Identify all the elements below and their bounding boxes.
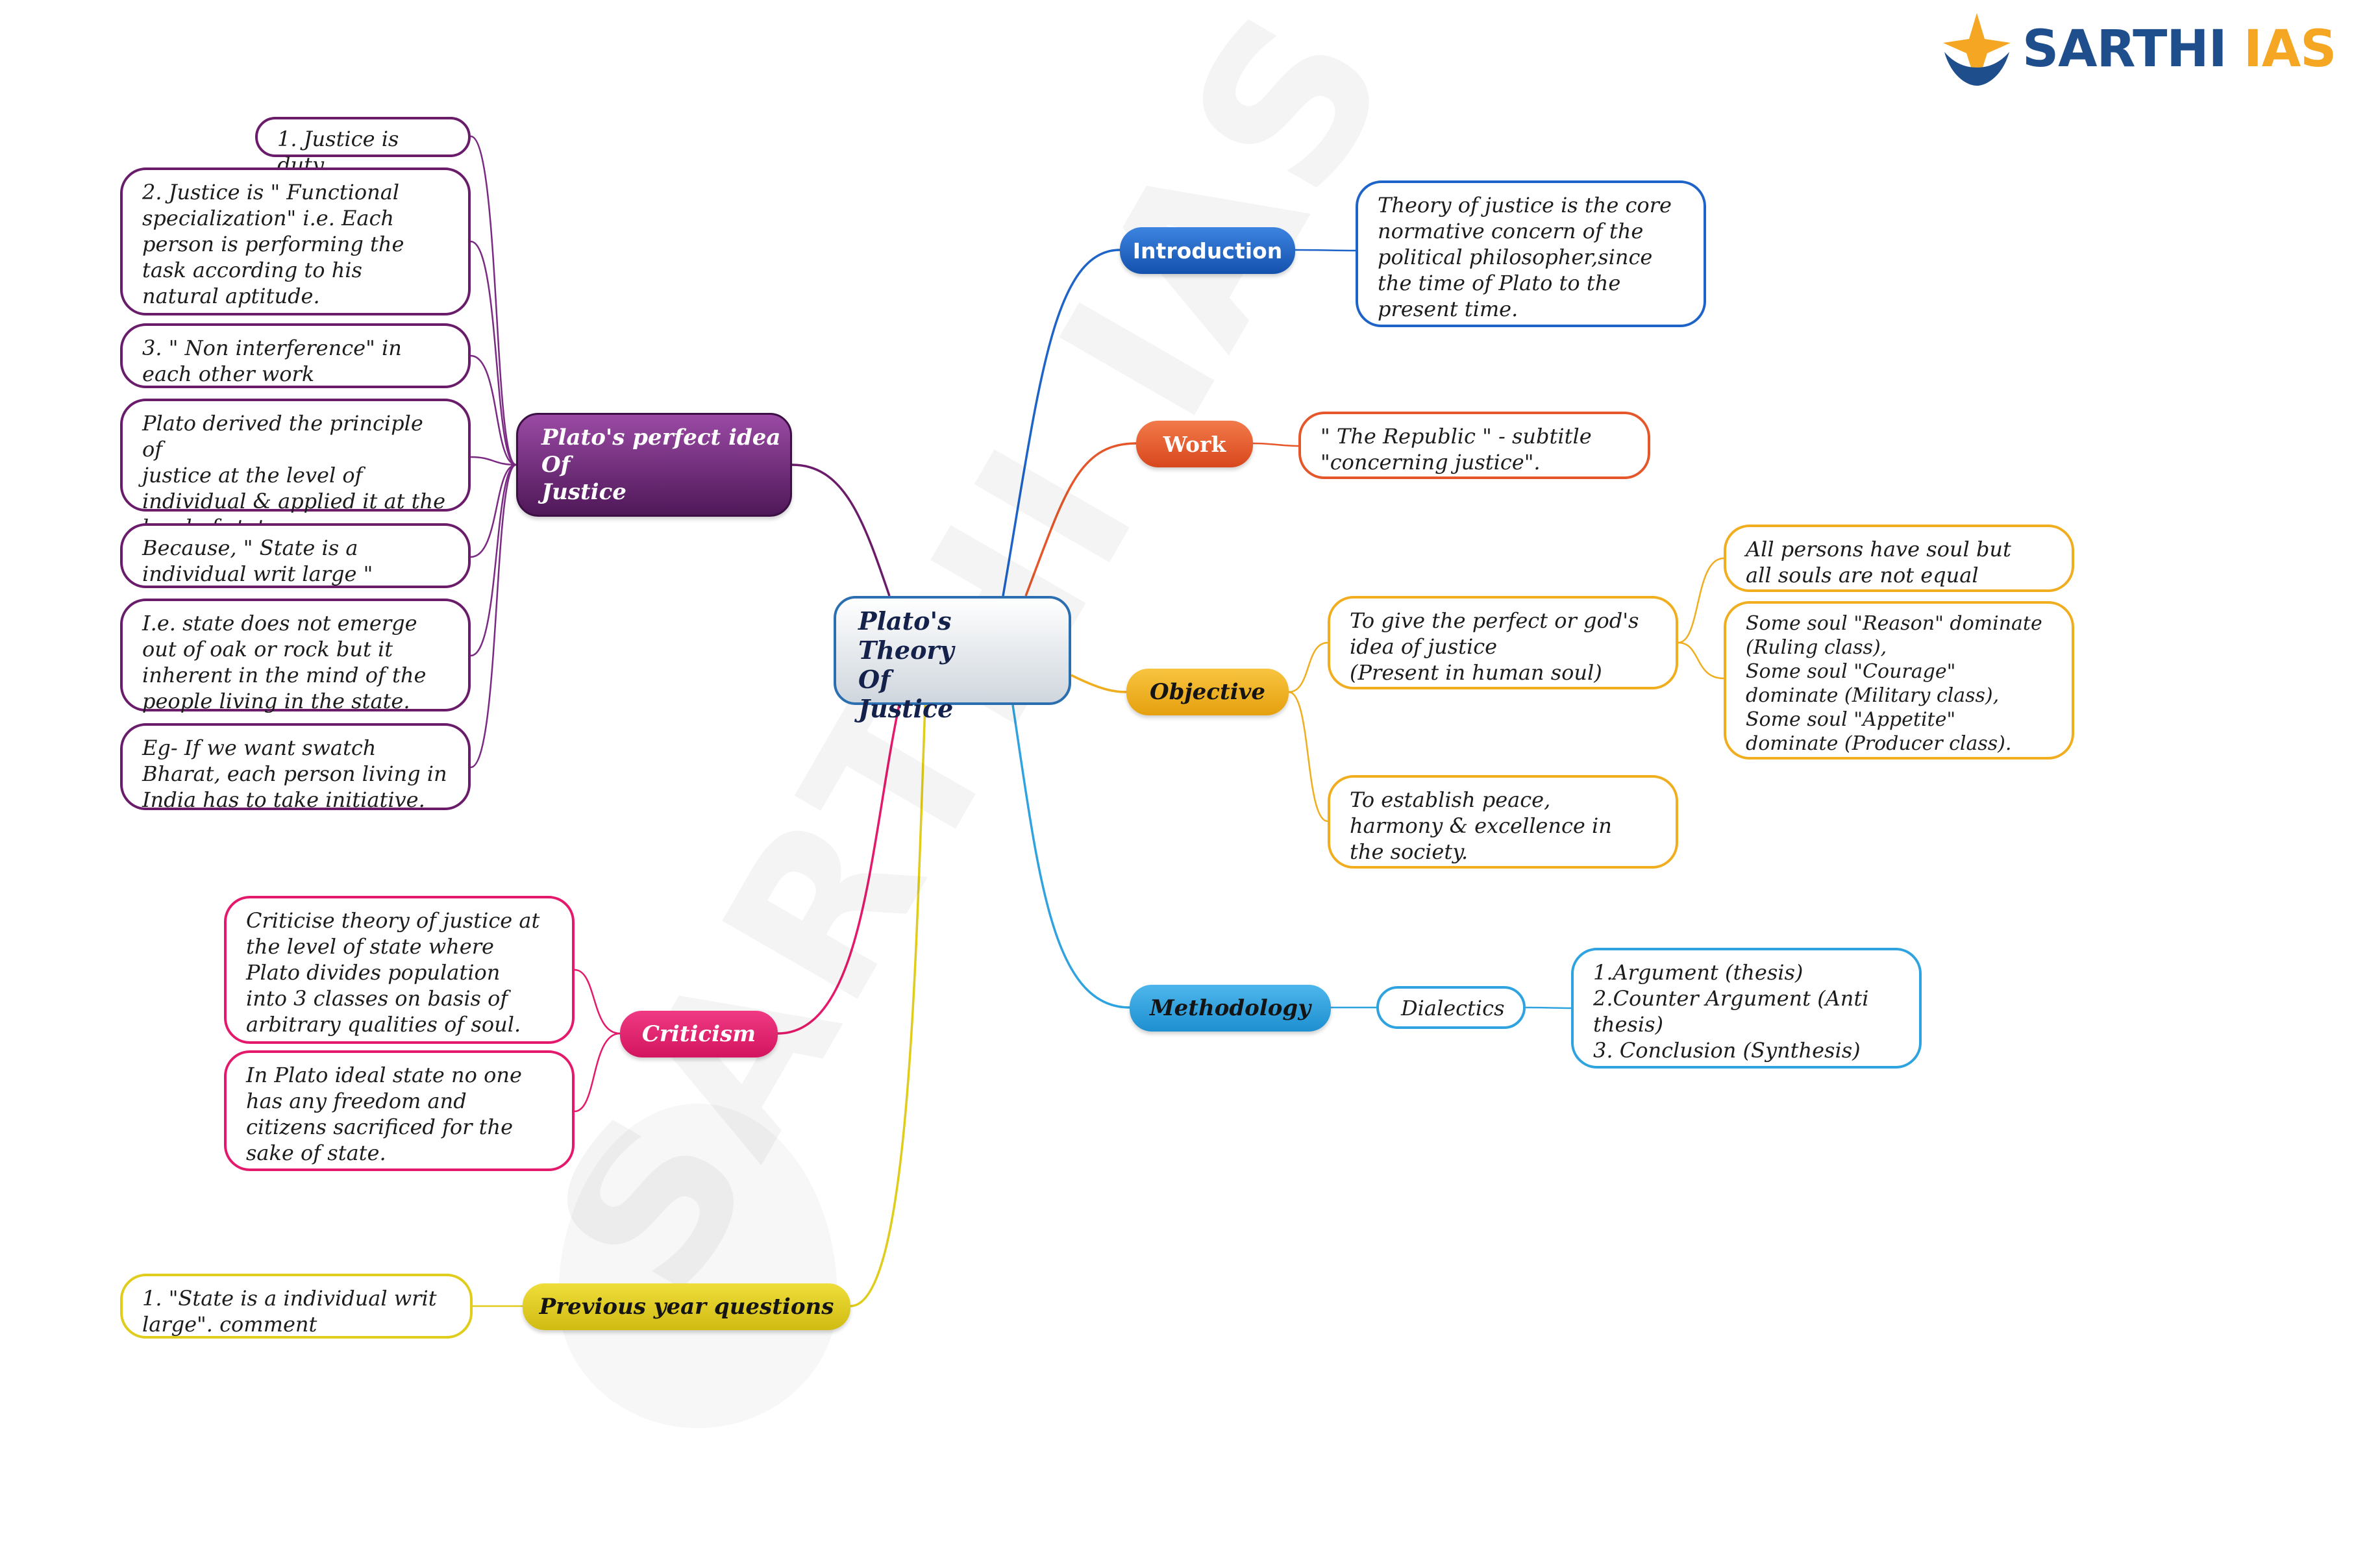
connector-introduction <box>1002 249 1121 597</box>
connector-pyq <box>850 704 926 1307</box>
note-dialectics-steps[interactable]: 1.Argument (thesis) 2.Counter Argument (… <box>1571 948 1922 1069</box>
connector-note-duty <box>470 135 517 466</box>
connector-methodology <box>1011 704 1130 1009</box>
note-souls-not-equal[interactable]: All persons have soul but all souls are … <box>1724 525 2074 592</box>
branch-introduction[interactable]: Introduction <box>1120 227 1295 274</box>
brand-name-part1: SARTHI <box>2022 20 2227 79</box>
connector-dialectics-steps <box>1525 1006 1572 1009</box>
note-criticism-three-classes[interactable]: Criticise theory of justice at the level… <box>224 896 575 1044</box>
connector-criticism-1 <box>574 969 621 1035</box>
connector-work <box>1024 442 1137 597</box>
connector-note-oak <box>470 464 517 657</box>
brand-logo: SARTHI IAS <box>1938 10 2353 88</box>
connector-note-non-interference <box>470 354 517 466</box>
note-soul-classes[interactable]: Some soul "Reason" dominate (Ruling clas… <box>1724 601 2074 760</box>
connector-objective-1 <box>1288 641 1328 693</box>
note-criticism-no-freedom[interactable]: In Plato ideal state no one has any free… <box>224 1050 575 1171</box>
brand-name-part2: IAS <box>2243 20 2337 79</box>
connector-note-work <box>1252 442 1299 447</box>
note-objective-perfect-justice[interactable]: To give the perfect or god's idea of jus… <box>1328 596 1678 689</box>
branch-perfect-idea[interactable]: Plato's perfect idea Of Justice <box>516 413 792 517</box>
note-the-republic[interactable]: " The Republic " - subtitle "concerning … <box>1298 412 1650 479</box>
note-non-interference[interactable]: 3. " Non interference" in each other wor… <box>120 323 471 388</box>
note-state-writ-large[interactable]: Because, " State is a individual writ la… <box>120 523 471 588</box>
brand-name: SARTHI IAS <box>2022 17 2337 82</box>
connector-note-swatch <box>470 464 517 769</box>
branch-objective[interactable]: Objective <box>1126 669 1289 715</box>
connector-note-writ-large <box>470 464 517 558</box>
note-state-not-oak-or-rock[interactable]: I.e. state does not emerge out of oak or… <box>120 599 471 713</box>
note-introduction[interactable]: Theory of justice is the core normative … <box>1356 180 1706 327</box>
connector-criticism-2 <box>574 1032 621 1113</box>
branch-criticism[interactable]: Criticism <box>620 1011 778 1057</box>
central-topic[interactable]: Plato's Theory Of Justice <box>834 596 1071 723</box>
connector-objective-2 <box>1288 691 1328 822</box>
connector-objective-1b <box>1678 641 1724 680</box>
connector-criticism <box>777 704 900 1035</box>
connector-perfect-idea <box>791 464 891 597</box>
star-drop-logo-icon <box>1943 13 2011 86</box>
note-pyq-state-writ-large[interactable]: 1. "State is a individual writ large". c… <box>120 1274 473 1339</box>
note-objective-peace-harmony[interactable]: To establish peace, harmony & excellence… <box>1328 775 1678 869</box>
note-justice-is-duty[interactable]: 1. Justice is duty <box>255 117 471 177</box>
note-swatch-bharat[interactable]: Eg- If we want swatch Bharat, each perso… <box>120 723 471 812</box>
branch-methodology[interactable]: Methodology <box>1130 985 1331 1032</box>
connector-note-specialization <box>470 240 517 466</box>
branch-previous-year-questions[interactable]: Previous year questions <box>523 1283 850 1330</box>
connector-note-principle <box>470 456 517 466</box>
connector-objective <box>1071 674 1127 693</box>
branch-work[interactable]: Work <box>1136 421 1253 467</box>
note-dialectics[interactable]: Dialectics <box>1376 986 1526 1029</box>
note-functional-specialization[interactable]: 2. Justice is " Functional specializatio… <box>120 167 471 315</box>
connector-objective-1a <box>1678 557 1724 644</box>
note-plato-derived-principle[interactable]: Plato derived the principle of justice a… <box>120 399 471 539</box>
connector-note-introduction <box>1295 249 1356 252</box>
